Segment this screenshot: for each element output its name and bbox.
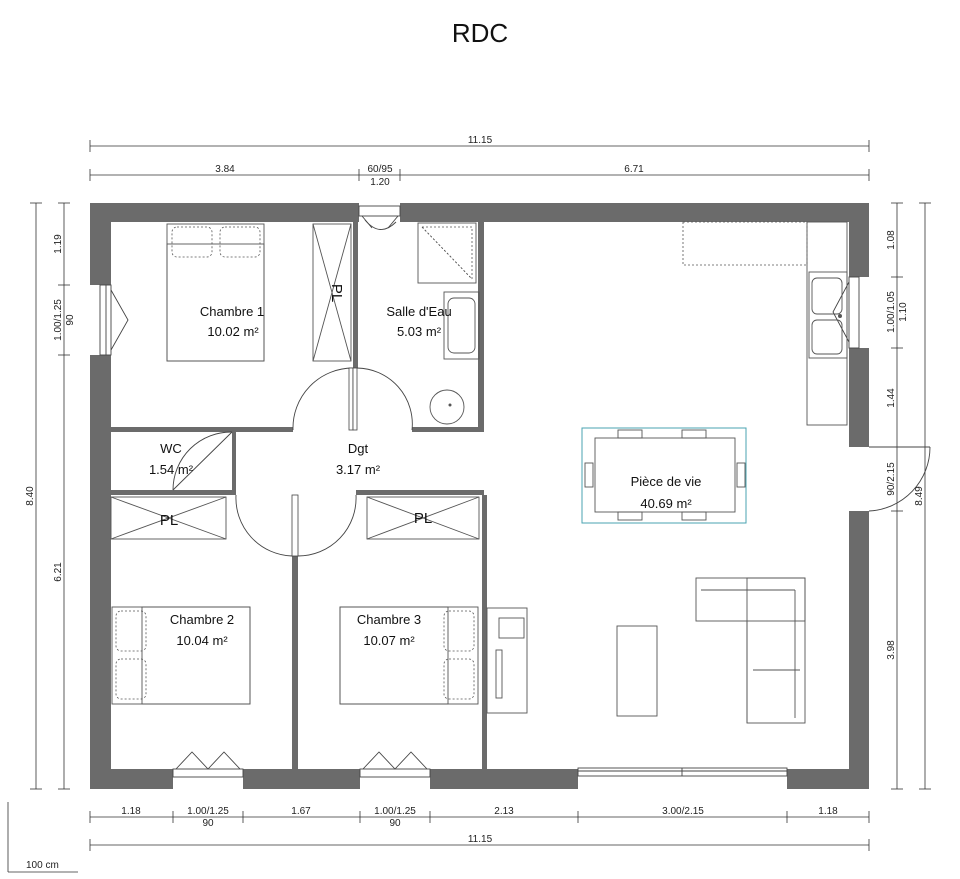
doors — [172, 367, 931, 557]
closet-label-3: PL — [414, 510, 432, 527]
room-dgt-name: Dgt — [348, 441, 369, 456]
room-chambre2-name: Chambre 2 — [170, 612, 234, 627]
exterior-walls — [90, 203, 869, 789]
furniture: PL PL PL — [110, 221, 848, 724]
dim-bottom-4-lower: 90 — [389, 818, 401, 829]
dim-right-door: 90/2.15 — [886, 462, 897, 496]
dim-left-bottom: 6.21 — [53, 562, 64, 582]
interior-walls — [111, 222, 487, 769]
left-dimensions: 8.40 1.19 1.00/1.25 90 6.21 — [25, 202, 76, 790]
dim-right-2-upper: 1.00/1.05 — [886, 291, 897, 333]
plan-title: RDC — [452, 18, 508, 48]
dim-bottom-4-upper: 1.00/1.25 — [374, 806, 416, 817]
room-sde-name: Salle d'Eau — [386, 304, 451, 319]
closet-label-1: PL — [328, 284, 345, 302]
scale-bar: 100 cm — [7, 802, 78, 873]
dim-top-mid-lower: 1.20 — [370, 177, 390, 188]
right-dimensions: 1.08 1.00/1.05 1.10 1.44 90/2.15 3.98 8.… — [886, 202, 931, 790]
bottom-dimensions: 1.18 1.00/1.25 90 1.67 1.00/1.25 90 2.13… — [89, 806, 870, 851]
dim-left-window-upper: 1.00/1.25 — [53, 299, 64, 341]
dim-top-mid-upper: 60/95 — [367, 164, 392, 175]
windows — [99, 205, 860, 778]
dim-left-window-lower: 90 — [65, 314, 76, 326]
dim-top-total: 11.15 — [468, 135, 493, 146]
dim-right-bottom: 3.98 — [886, 640, 897, 660]
dim-bottom-6: 3.00/2.15 — [662, 806, 704, 817]
dim-left-top: 1.19 — [53, 234, 64, 254]
dim-top-left: 3.84 — [215, 164, 235, 175]
dim-bottom-5: 2.13 — [494, 806, 514, 817]
dim-right-2-lower: 1.10 — [898, 302, 909, 322]
room-labels: Chambre 1 10.02 m² Salle d'Eau 5.03 m² W… — [149, 304, 701, 648]
room-chambre2-area: 10.04 m² — [176, 633, 228, 648]
room-chambre1-name: Chambre 1 — [200, 304, 264, 319]
closet-label-2: PL — [160, 512, 178, 529]
dim-right-1: 1.08 — [886, 230, 897, 250]
dim-bottom-2-lower: 90 — [202, 818, 214, 829]
room-dgt-area: 3.17 m² — [336, 462, 381, 477]
dim-bottom-3: 1.67 — [291, 806, 311, 817]
dim-bottom-1: 1.18 — [121, 806, 141, 817]
dim-bottom-2-upper: 1.00/1.25 — [187, 806, 229, 817]
room-chambre1-area: 10.02 m² — [207, 324, 259, 339]
room-sde-area: 5.03 m² — [397, 324, 442, 339]
top-dimensions: 11.15 3.84 60/95 1.20 6.71 — [89, 135, 870, 188]
room-piece-vie-area: 40.69 m² — [640, 496, 692, 511]
room-wc-name: WC — [160, 441, 182, 456]
room-wc-area: 1.54 m² — [149, 462, 194, 477]
dim-right-3: 1.44 — [886, 388, 897, 408]
dim-top-right: 6.71 — [624, 164, 644, 175]
room-piece-vie-name: Pièce de vie — [631, 474, 702, 489]
room-chambre3-area: 10.07 m² — [363, 633, 415, 648]
dim-bottom-7: 1.18 — [818, 806, 838, 817]
dim-left-total: 8.40 — [25, 486, 36, 506]
dim-right-total: 8.49 — [914, 486, 925, 506]
room-chambre3-name: Chambre 3 — [357, 612, 421, 627]
dim-bottom-total: 11.15 — [468, 834, 493, 845]
scale-label: 100 cm — [26, 860, 59, 871]
